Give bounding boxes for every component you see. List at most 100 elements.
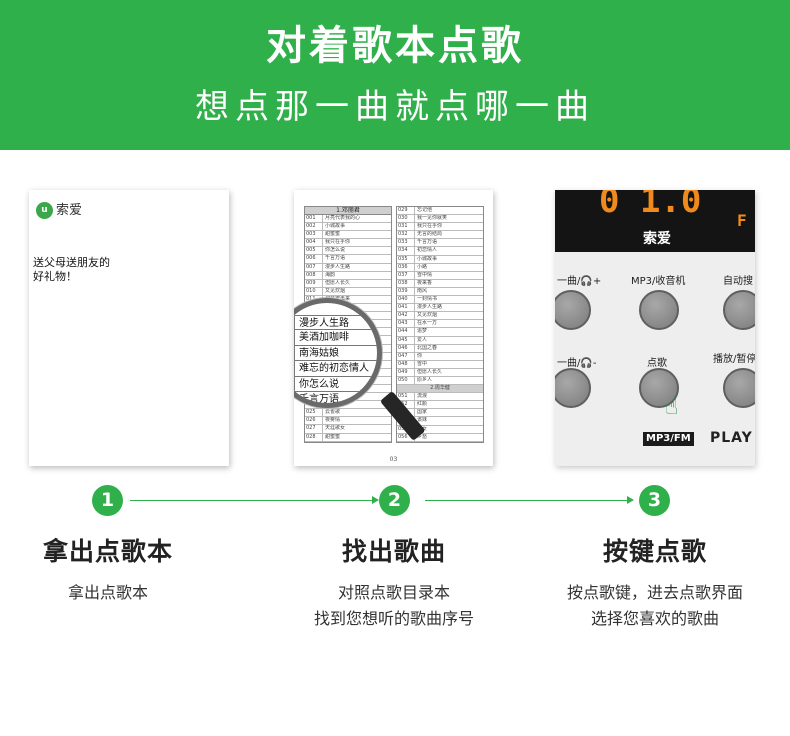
label-next: 一曲/🎧- (557, 358, 597, 369)
display-digits: 0 1.0 (599, 190, 702, 221)
magnified-song-title: 漫步人生路 (299, 318, 349, 329)
song-number: 029 (397, 207, 415, 215)
device-brand: 索爱 (643, 231, 671, 247)
page-number: 03 (389, 456, 398, 463)
mp3-fm-badge: MP3/FM (643, 432, 694, 446)
song-title: 夜来香 (417, 279, 433, 286)
song-title: 云雀歌 (325, 409, 341, 416)
song-number: 043 (397, 320, 415, 328)
song-title: 在水一方 (417, 320, 438, 327)
song-number: 002 (305, 223, 323, 231)
song-title: 初恋情人 (417, 247, 438, 254)
step-1-title: 拿出点歌本 (42, 537, 173, 566)
song-number: 037 (397, 271, 415, 279)
song-title: 又见炊烟 (417, 312, 438, 319)
label-select: 点歌 (647, 358, 667, 369)
banner-title: 对着歌本点歌 (266, 23, 524, 69)
song-list-subheader: 2.周华健 (397, 385, 483, 394)
song-title: 乡愁 (417, 433, 428, 440)
song-number: 042 (397, 312, 415, 320)
label-auto: 自动搜 (723, 276, 753, 287)
step-2-desc-line2: 找到您想听的歌曲序号 (313, 609, 474, 628)
song-number: 038 (397, 279, 415, 287)
step-3-title: 按键点歌 (602, 537, 707, 566)
magnified-list: 漫步人生路018美酒加咖啡019南海姑娘020难忘的初恋情人021你怎么说022… (294, 315, 377, 408)
magnified-song-number (294, 407, 295, 408)
brand-logo-text: 索爱 (56, 203, 83, 218)
song-number: 030 (397, 215, 415, 223)
song-title: 但愿人长久 (417, 368, 443, 375)
song-number: 041 (397, 304, 415, 312)
header-banner: 对着歌本点歌 想点那一曲就点哪一曲 (0, 0, 790, 150)
song-number: 010 (305, 287, 323, 295)
player-text: PLAY (710, 430, 753, 446)
song-number: 047 (397, 352, 415, 360)
step-2-number: 2 (379, 485, 410, 516)
auto-button (723, 290, 755, 330)
hand-pointer-icon: ☝ (665, 395, 679, 420)
song-title: 漫步人生路 (417, 304, 443, 311)
song-number: 028 (305, 433, 323, 441)
song-number: 005 (305, 247, 323, 255)
magnified-row: 漫步人生路 (294, 315, 377, 331)
label-prev: 一曲/🎧+ (557, 276, 602, 287)
magnified-song-title: 千言万语 (299, 393, 339, 405)
prev-button (555, 290, 591, 330)
song-row: 052红颜 (397, 401, 483, 410)
magnified-song-number (294, 316, 295, 330)
song-number: 026 (305, 417, 323, 425)
song-title: 追梦 (417, 328, 428, 335)
song-title: 该妹 (417, 417, 428, 424)
song-number: 027 (305, 425, 323, 433)
step-connector-1 (130, 500, 375, 501)
song-title: 无言的结局 (417, 231, 443, 238)
cover-text-line2: 好礼物！ (33, 270, 77, 283)
song-title: 原乡人 (417, 376, 433, 383)
label-play: 播放/暂停 (713, 354, 755, 365)
song-number: 032 (397, 231, 415, 239)
song-title: 又见炊烟 (325, 287, 346, 294)
magnifier-icon: 漫步人生路018美酒加咖啡019南海姑娘020难忘的初恋情人021你怎么说022… (294, 298, 382, 408)
magnified-row: 020难忘的初恋情人 (294, 361, 377, 377)
magnified-song-title: 难忘的初恋情人 (299, 363, 369, 375)
song-title: 漫步人生路 (325, 263, 351, 270)
arrow-right-icon (372, 496, 379, 504)
song-title: 你 (417, 352, 423, 359)
song-title: 雪中情 (417, 271, 433, 278)
step-1-number: 1 (92, 485, 123, 516)
device-image: 0 1.0 F 索爱 一曲/🎧+ MP3/收音机 自动搜 一曲/🎧- 点歌 播放… (555, 190, 755, 466)
song-number: 008 (305, 271, 323, 279)
song-number: 001 (305, 215, 323, 223)
step-3-desc-line1: 按点歌键，进去点歌界面 (566, 583, 743, 602)
next-button (555, 368, 591, 408)
song-title: 小路 (417, 263, 428, 270)
song-title: 北国之春 (417, 344, 438, 351)
step-3-desc-line2: 选择您喜欢的歌曲 (590, 609, 719, 628)
song-list-header: 1.邓丽君 (305, 207, 391, 215)
song-title: 忘记他 (417, 207, 433, 213)
arrow-right-icon (627, 496, 634, 504)
